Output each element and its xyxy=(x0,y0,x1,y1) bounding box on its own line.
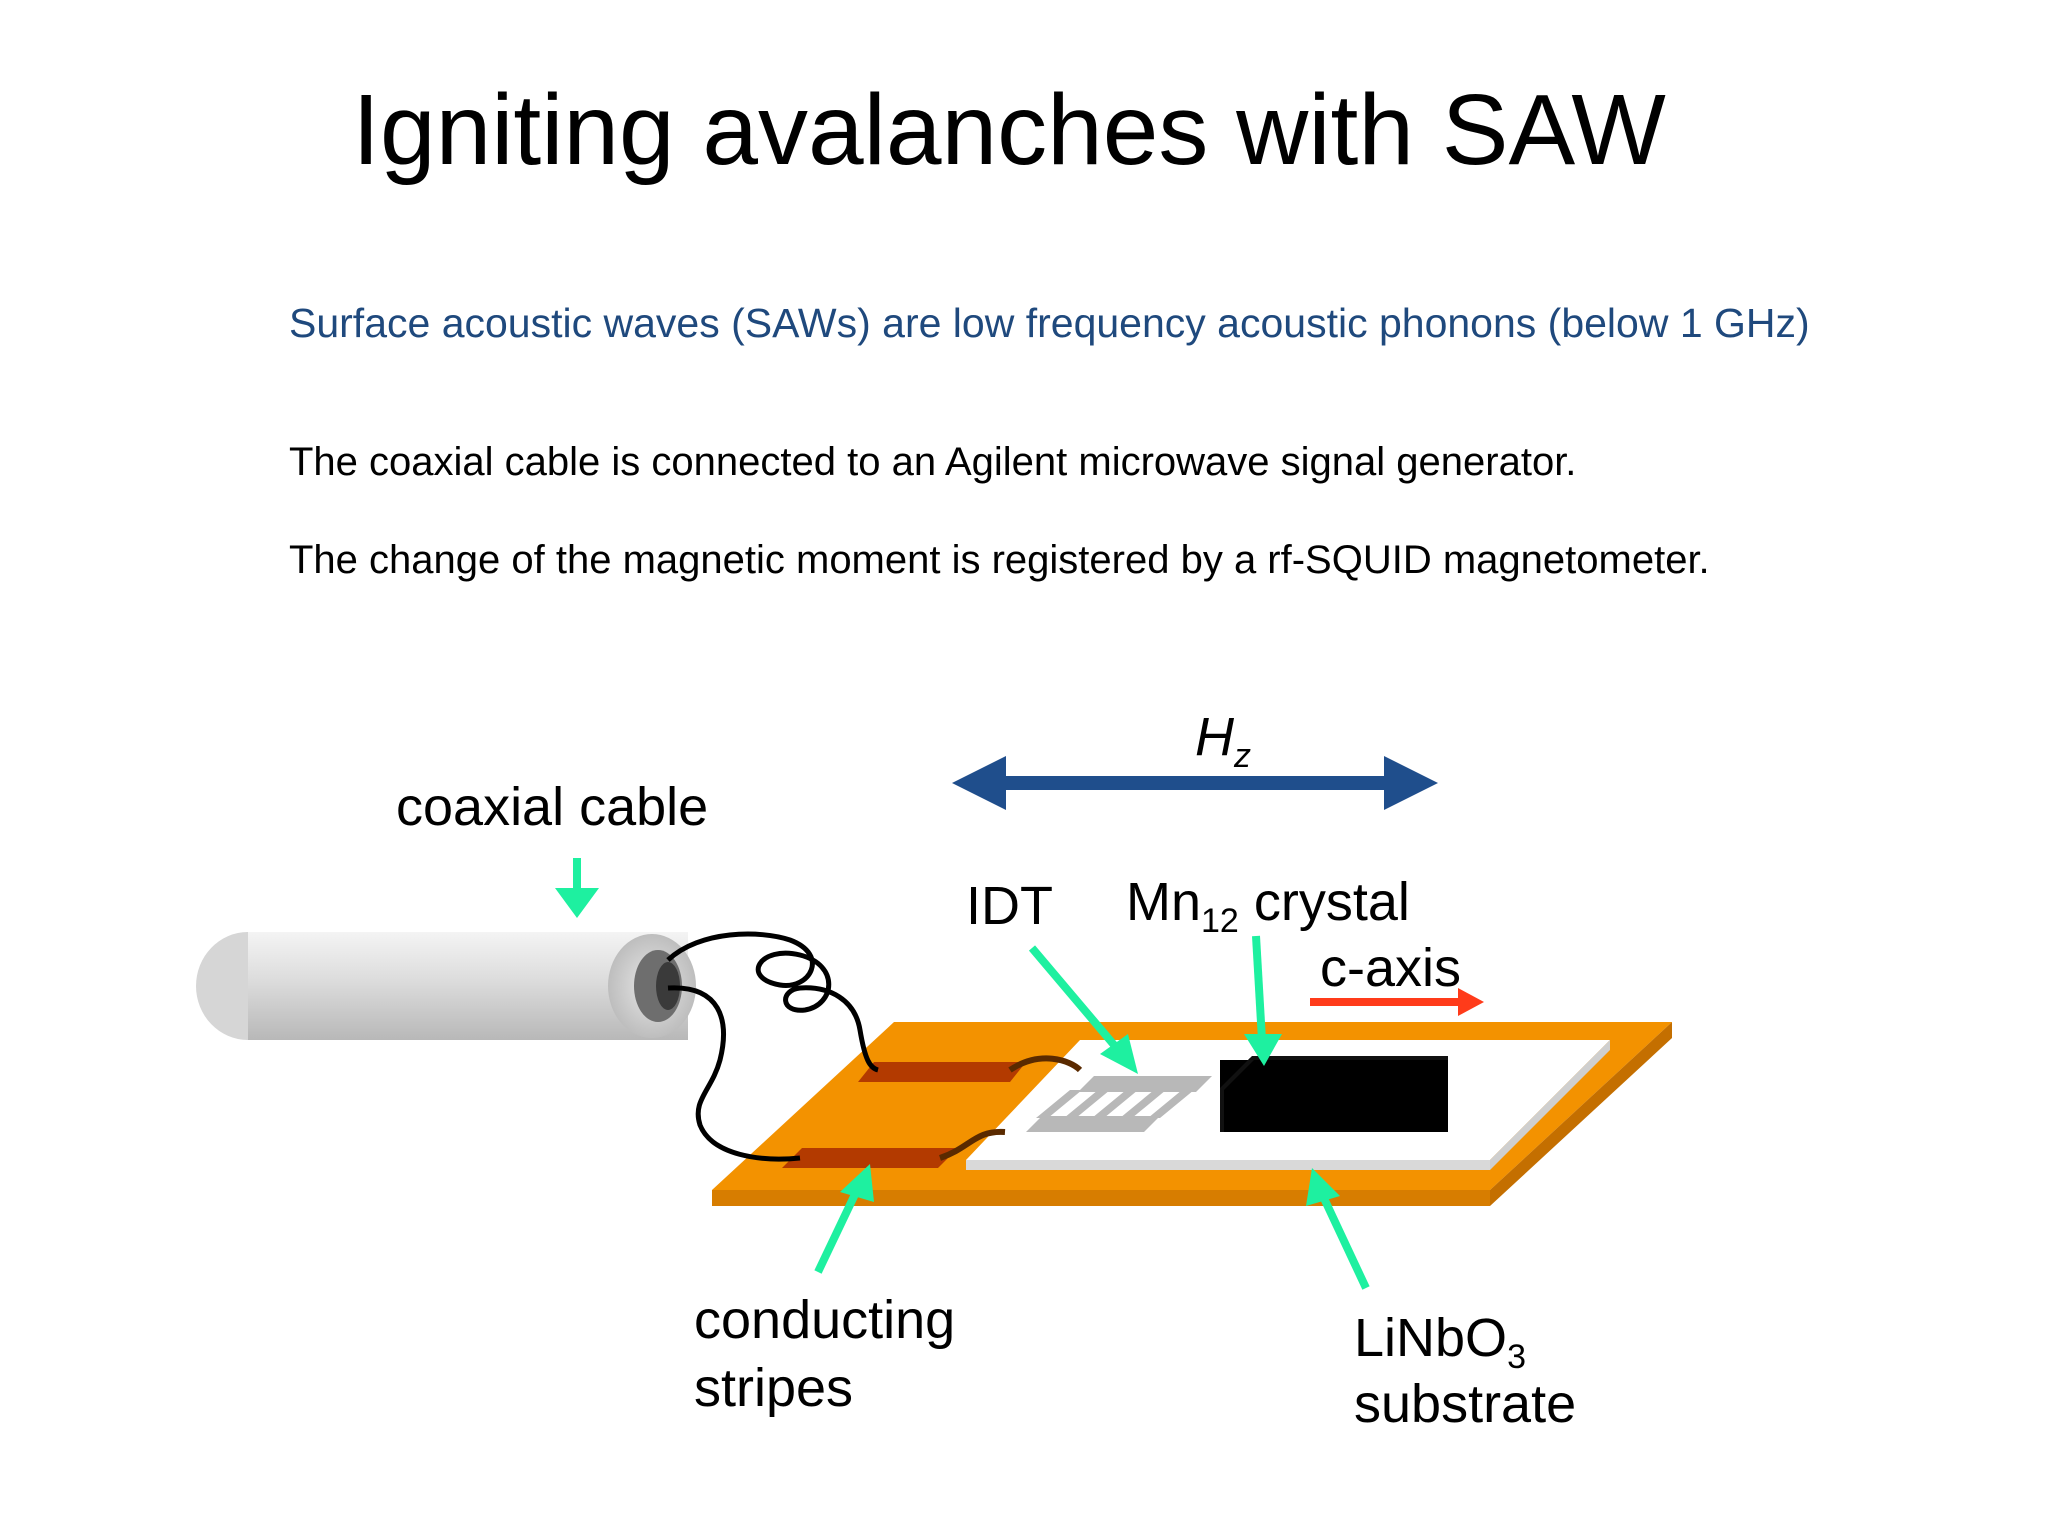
conducting-stripes-label-line2: stripes xyxy=(694,1358,853,1418)
idt-label: IDT xyxy=(966,876,1053,936)
field-label: Hz xyxy=(1195,707,1251,775)
slide-title: Igniting avalanches with SAW xyxy=(352,74,1666,186)
crystal-pointer-arrow xyxy=(1244,935,1282,1066)
idt-pointer-arrow xyxy=(1028,945,1138,1074)
substrate-label-line2: substrate xyxy=(1354,1374,1576,1434)
idt-comb xyxy=(1026,1076,1212,1132)
mn12-crystal-label: Mn12 crystal xyxy=(1126,872,1410,940)
coaxial-pointer-arrow xyxy=(555,858,599,918)
field-arrow xyxy=(952,756,1438,810)
substrate-label-line1: LiNbO3 xyxy=(1354,1308,1526,1376)
c-axis-label: c-axis xyxy=(1320,938,1461,998)
coaxial-cable-label: coaxial cable xyxy=(396,777,708,837)
mn12-crystal xyxy=(1220,1056,1448,1132)
conducting-stripes-label-line1: conducting xyxy=(694,1290,955,1350)
body-line-coaxial: The coaxial cable is connected to an Agi… xyxy=(289,440,1577,484)
bond-wires xyxy=(938,1055,1083,1161)
c-axis-arrow xyxy=(1310,988,1484,1016)
slide-subtitle: Surface acoustic waves (SAWs) are low fr… xyxy=(289,300,1810,346)
conducting-stripes xyxy=(782,1062,1026,1168)
cable-wires xyxy=(666,931,879,1162)
conducting-pointer-arrow xyxy=(814,1164,874,1274)
substrate-pointer-arrow xyxy=(1306,1168,1370,1290)
body-line-squid: The change of the magnetic moment is reg… xyxy=(289,538,1710,582)
coaxial-cable xyxy=(196,932,696,1040)
